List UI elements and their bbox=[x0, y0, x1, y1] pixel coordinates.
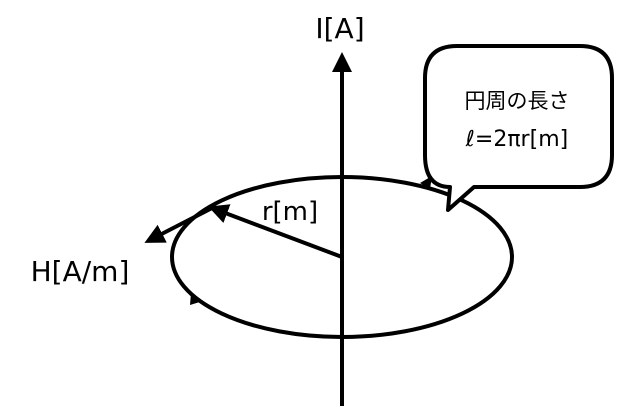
radius-line bbox=[208, 204, 343, 259]
callout-line2: ℓ=2πr[m] bbox=[465, 127, 568, 152]
direction-arrow-left bbox=[190, 293, 203, 305]
callout-line1: 円周の長さ bbox=[465, 89, 570, 113]
field-label: H[A/m] bbox=[31, 255, 130, 288]
callout-bubble bbox=[423, 44, 614, 212]
radius-label: r[m] bbox=[262, 197, 318, 227]
field-vector bbox=[144, 204, 217, 243]
current-axis-label: I[A] bbox=[315, 12, 364, 45]
